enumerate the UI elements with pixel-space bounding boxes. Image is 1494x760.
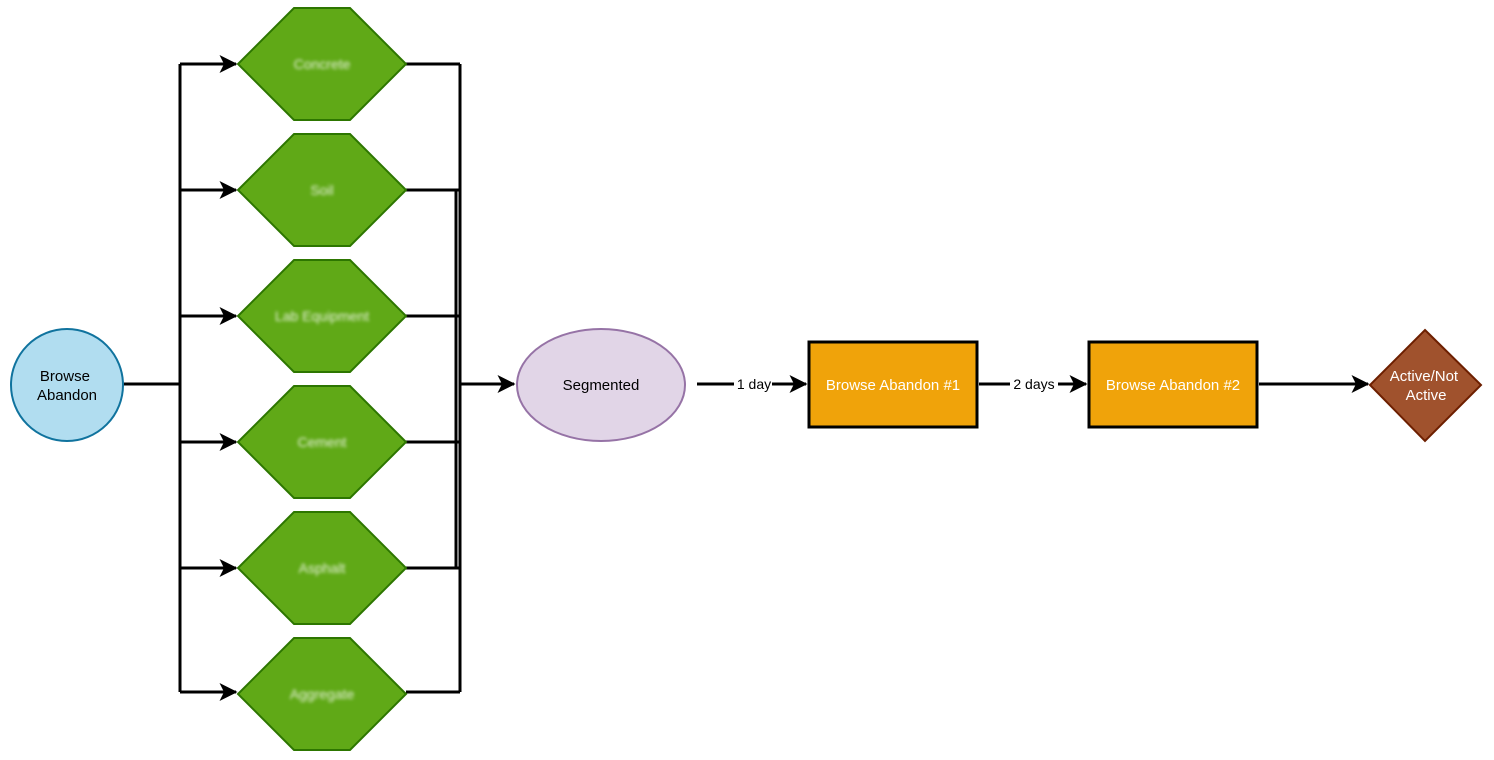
email-2-node-label: Browse Abandon #2 [1106,377,1240,394]
email-1-node[interactable]: Browse Abandon #1 [807,340,979,429]
email-1-node-label: Browse Abandon #1 [826,377,960,394]
segment-node-shape [236,133,408,247]
segment-node-label: Lab Equipment [275,308,369,324]
segment-node-shape [236,511,408,625]
segment-node[interactable]: Concrete [236,7,408,121]
email-2-node[interactable]: Browse Abandon #2 [1087,340,1259,429]
decision-node[interactable]: Active/Not Active [1368,328,1483,443]
start-node[interactable]: Browse Abandon [10,328,124,442]
fan-out-connectors [124,55,238,701]
segment-node-shape [236,259,408,373]
decision-node-label-line2: Active [1406,387,1447,404]
segment-node[interactable]: Cement [236,385,408,499]
segment-node-shape [236,7,408,121]
delay-label-1: 1 day [737,376,771,392]
fan-in-connectors [406,62,516,694]
segment-node-label: Concrete [294,56,351,72]
segment-node-label: Soil [310,182,333,198]
segmented-node-label: Segmented [563,377,640,394]
svg-text:Browse Abandon: Browse Abandon [37,368,97,404]
segment-node[interactable]: Asphalt [236,511,408,625]
decision-node-shape [1368,328,1483,443]
email-2-node-shape [1087,340,1259,429]
segment-node[interactable]: Lab Equipment [236,259,408,373]
segment-node-label: Asphalt [299,560,346,576]
segment-node-shape [236,637,408,751]
start-node-label-line2: Abandon [37,387,97,404]
decision-node-label-line1: Active/Not [1390,368,1459,385]
segment-node[interactable]: Aggregate [236,637,408,751]
segment-node-shape [236,385,408,499]
svg-text:Active/Not Active: Active/Not Active [1390,368,1463,404]
segmented-node[interactable]: Segmented [516,328,686,442]
delay-label-2: 2 days [1013,376,1054,392]
start-node-label-line1: Browse [40,368,90,385]
segment-node-label: Aggregate [290,686,355,702]
segment-node-label: Cement [297,434,346,450]
segment-node[interactable]: Soil [236,133,408,247]
start-node-shape [10,328,124,442]
email-1-node-shape [807,340,979,429]
segmented-node-shape [516,328,686,442]
